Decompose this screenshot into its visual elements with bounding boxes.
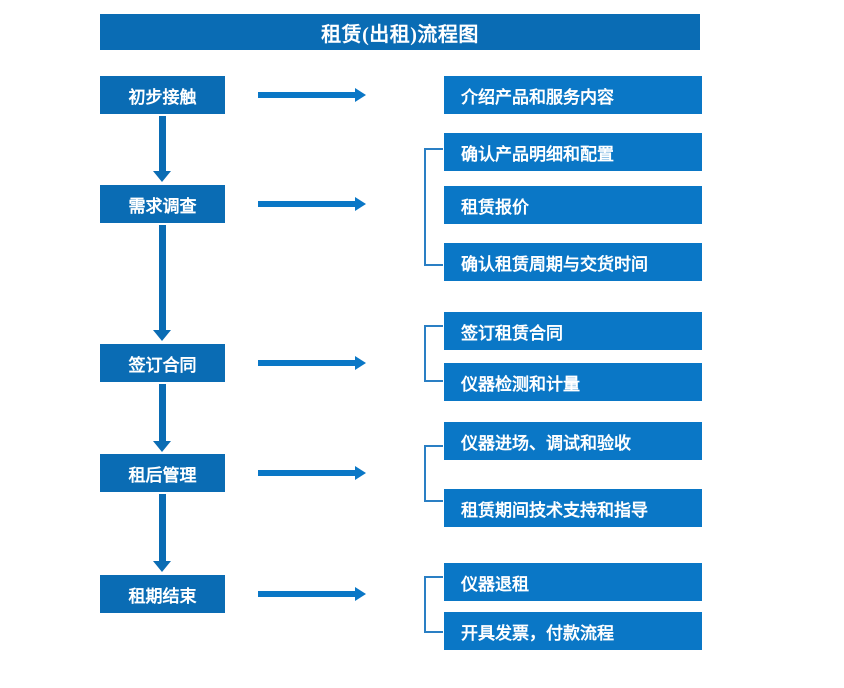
detail-box-invoice-payment[interactable]: 开具发票，付款流程 [444, 612, 702, 650]
detail-box-introduce-products[interactable]: 介绍产品和服务内容 [444, 76, 702, 114]
detail-box-technical-support[interactable]: 租赁期间技术支持和指导 [444, 489, 702, 527]
link-arrow-lease-end [258, 587, 366, 601]
detail-box-confirm-period-delivery[interactable]: 确认租赁周期与交货时间 [444, 243, 702, 281]
detail-box-rental-quote[interactable]: 租赁报价 [444, 186, 702, 224]
flow-arrow-survey-to-contract [153, 225, 171, 341]
bracket-lease-end-group [424, 576, 443, 633]
detail-box-instrument-inspection[interactable]: 仪器检测和计量 [444, 363, 702, 401]
detail-box-confirm-product-details[interactable]: 确认产品明细和配置 [444, 133, 702, 171]
stage-box-preliminary-contact[interactable]: 初步接触 [100, 76, 225, 114]
link-arrow-needs-survey [258, 197, 366, 211]
link-arrow-sign-contract [258, 356, 366, 370]
stage-box-post-rental-management[interactable]: 租后管理 [100, 454, 225, 492]
detail-box-sign-rental-contract[interactable]: 签订租赁合同 [444, 312, 702, 350]
stage-box-lease-end[interactable]: 租期结束 [100, 575, 225, 613]
bracket-needs-survey-group [424, 148, 443, 266]
page-title: 租赁(出租)流程图 [100, 14, 700, 50]
flow-arrow-contact-to-survey [153, 116, 171, 182]
stage-box-needs-survey[interactable]: 需求调查 [100, 185, 225, 223]
flow-arrow-contract-to-management [153, 384, 171, 452]
detail-box-instrument-return[interactable]: 仪器退租 [444, 563, 702, 601]
stage-box-sign-contract[interactable]: 签订合同 [100, 344, 225, 382]
link-arrow-preliminary-contact [258, 88, 366, 102]
bracket-post-rental-group [424, 445, 443, 502]
flow-arrow-management-to-end [153, 494, 171, 572]
link-arrow-post-rental-management [258, 466, 366, 480]
bracket-sign-contract-group [424, 325, 443, 382]
detail-box-instrument-entry-commissioning[interactable]: 仪器进场、调试和验收 [444, 422, 702, 460]
